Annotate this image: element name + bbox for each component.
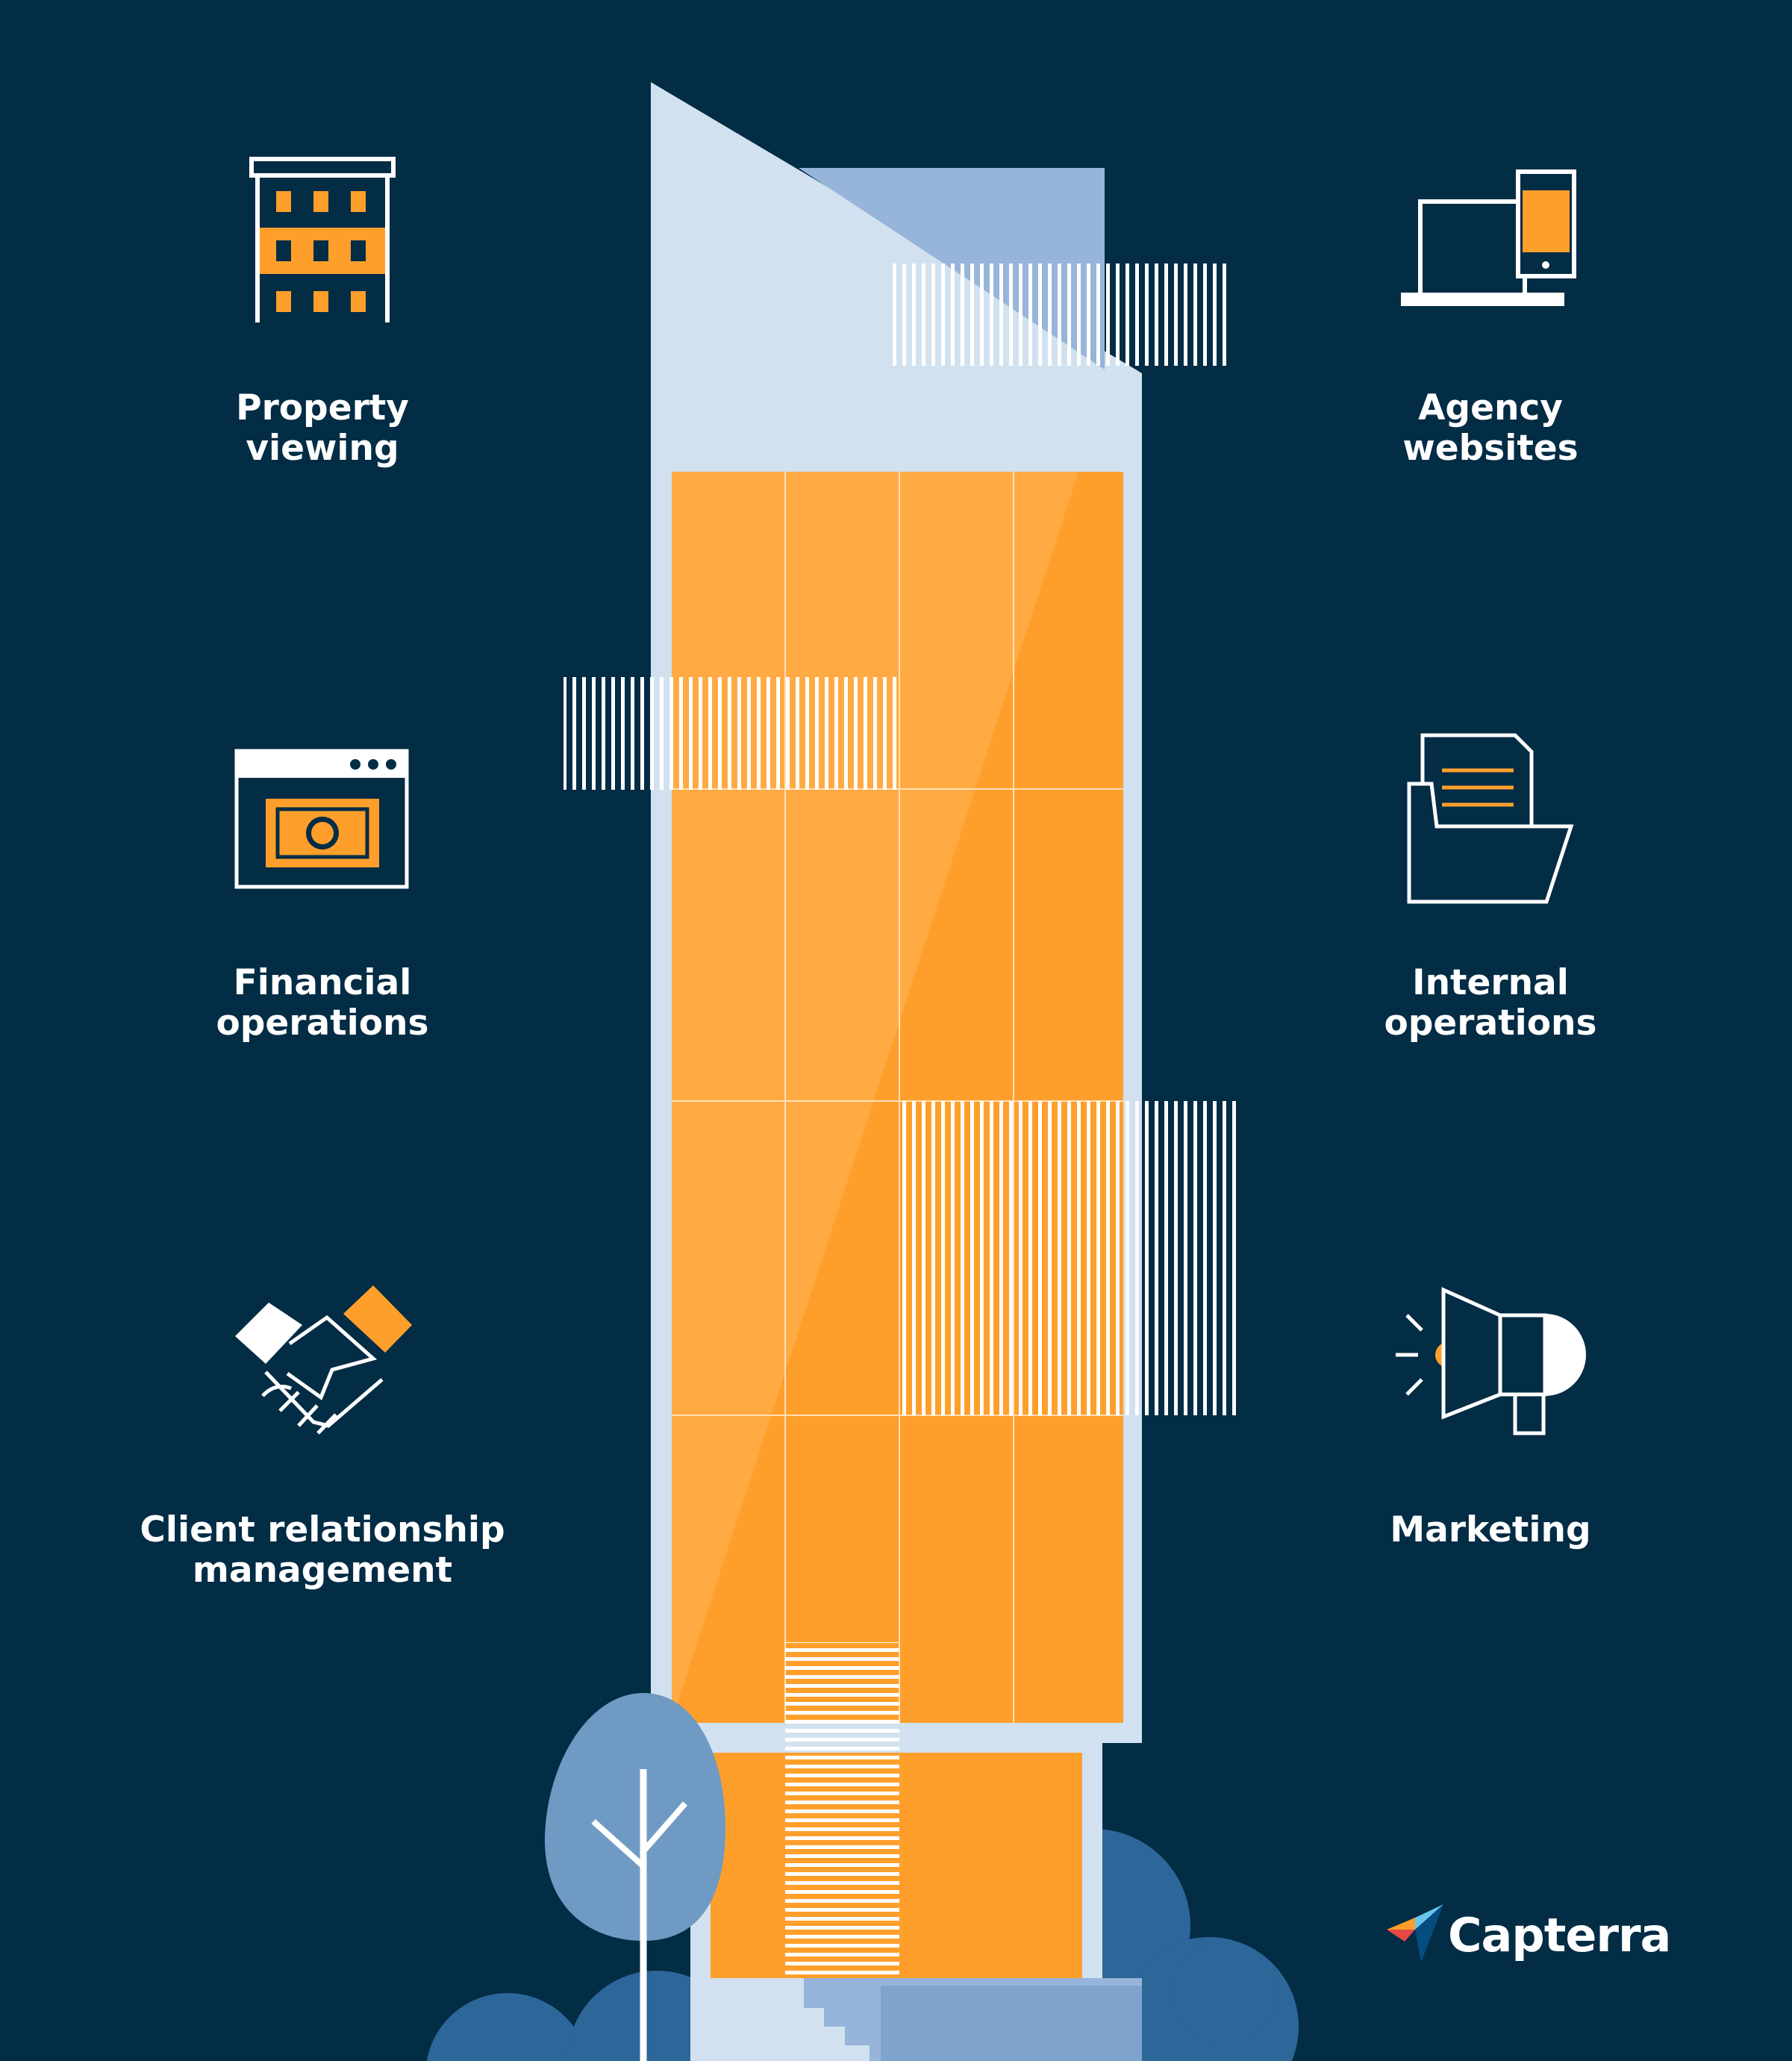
capterra-logo: Capterra <box>1385 1903 1684 1970</box>
label-line: Marketing <box>1390 1509 1591 1550</box>
brand-name: Capterra <box>1448 1908 1671 1962</box>
label-marketing: Marketing <box>1267 1510 1714 1550</box>
bushes-front <box>1172 1941 1276 2045</box>
tree <box>544 1693 726 2061</box>
capterra-logo-icon <box>1387 1904 1443 1962</box>
label-client-relationship-management: Client relationship management <box>99 1510 546 1591</box>
laptop-phone-icon <box>1401 169 1576 306</box>
handshake-icon <box>235 1285 412 1435</box>
label-internal-operations: Internal operations <box>1267 963 1714 1044</box>
label-line: management <box>192 1550 453 1591</box>
money-browser-icon <box>234 749 409 889</box>
stripe-accents <box>563 264 1239 1978</box>
label-line: Internal <box>1412 962 1569 1003</box>
label-line: Agency <box>1418 387 1563 428</box>
building-icon <box>249 157 396 322</box>
label-property-viewing: Property viewing <box>99 388 546 469</box>
label-agency-websites: Agency websites <box>1267 388 1714 469</box>
label-line: operations <box>216 1003 429 1044</box>
megaphone-icon <box>1396 1287 1586 1435</box>
label-line: Financial <box>233 962 412 1003</box>
label-line: Client relationship <box>140 1509 505 1550</box>
label-line: operations <box>1384 1003 1597 1044</box>
label-financial-operations: Financial operations <box>99 963 546 1044</box>
label-line: viewing <box>246 428 399 469</box>
label-line: Property <box>236 387 409 428</box>
label-line: websites <box>1402 428 1579 469</box>
document-folder-icon <box>1407 733 1574 904</box>
